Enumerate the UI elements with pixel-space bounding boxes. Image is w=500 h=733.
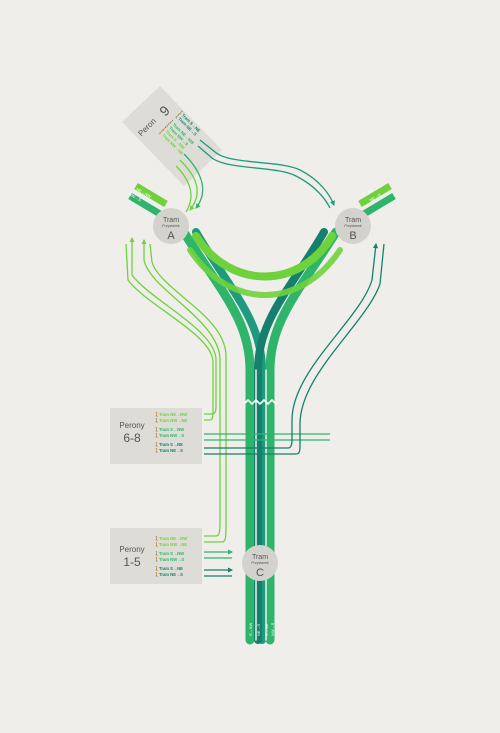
pedestrian-icon: 🚶 [177, 109, 184, 116]
terminal-label-s-2: NE→S [256, 623, 261, 636]
terminal-labels-ne: S→NE NE→S [361, 187, 382, 203]
station-circle [242, 545, 278, 581]
route-label-text: Tram NE→NW [159, 536, 187, 541]
pedestrian-icon: 🚶 [154, 551, 159, 556]
pedestrian-icon: 🚶 [157, 129, 164, 136]
route-label-text: Tram NE→S [159, 572, 183, 577]
route-lines [125, 139, 385, 577]
station-title: Tram [163, 217, 179, 224]
route-label-text: Tram NE→S [159, 448, 183, 453]
terminal-label-nw-2: NW→S [128, 191, 142, 202]
station-nodes: TramPrzystanekATramPrzystanekBTramPrzyst… [153, 208, 371, 581]
pedestrian-icon: 🚶 [165, 122, 172, 129]
station-title: Tram [345, 217, 361, 224]
platform-box-peron9 [122, 86, 222, 186]
route-label: 🚶Tram NW→S [154, 433, 184, 438]
route-label: 🚶Tram NW→NE [154, 542, 187, 547]
platform-box-perony15 [110, 528, 202, 584]
pedestrian-icon: 🚶 [154, 433, 159, 438]
terminal-label-s-1: S→NW [248, 622, 253, 636]
station-circle [153, 208, 189, 244]
zigzag-break-icon [243, 398, 277, 406]
perony15-number: 1-5 [123, 555, 141, 569]
terminal-label-s-3: S→NE [264, 623, 269, 636]
route-label: 🚶Tram S→NE [154, 566, 183, 571]
route-label: 🚶Tram NW→S [154, 557, 184, 562]
perony15-route-labels: 🚶Tram NE→NW🚶Tram NW→NE🚶Tram S→NW🚶Tram NW… [154, 536, 187, 577]
route-label-text: Tram S→NE [159, 566, 183, 571]
route-label-text: Tram NW→S [159, 433, 184, 438]
pedestrian-icon: 🚶 [154, 448, 159, 453]
route-label: 🚶Tram NE→S [154, 572, 183, 577]
pedestrian-icon: 🚶 [154, 572, 159, 577]
station-letter: B [349, 230, 356, 242]
tram-tracks [180, 227, 343, 645]
perony68-route-labels: 🚶Tram NE→NW🚶Tram NW→NE🚶Tram S→NW🚶Tram NW… [154, 412, 187, 453]
pedestrian-icon: 🚶 [154, 557, 159, 562]
route-label-text: Tram NW→NE [159, 542, 187, 547]
pedestrian-icon: 🚶 [154, 566, 159, 571]
pedestrian-icon: 🚶 [154, 542, 159, 547]
station-circle [335, 208, 371, 244]
terminal-stubs [128, 182, 396, 218]
station-subtitle: Przystanek [251, 561, 269, 565]
pedestrian-icon: 🚶 [154, 418, 159, 423]
route-label-text: Tram S→NW [159, 551, 184, 556]
pedestrian-icon: 🚶 [154, 536, 159, 541]
station-title: Tram [252, 554, 268, 561]
station-subtitle: Przystanek [162, 224, 180, 228]
terminal-label-ne-2: NE→S [368, 192, 381, 203]
terminal-labels-s: S→NW NE→S S→NE NW→S [248, 622, 275, 636]
terminal-label-ne-1: S→NE [361, 187, 374, 198]
perony68-label: Perony [119, 421, 144, 430]
route-label-text: Tram NW→S [159, 557, 184, 562]
route-label: 🚶Tram NE→NW [154, 536, 187, 541]
route-label-text: Tram NE→NW [159, 412, 187, 417]
pedestrian-icon: 🚶 [154, 442, 159, 447]
route-label-text: Tram S→NE [159, 442, 183, 447]
route-label: 🚶Tram S→NW [154, 427, 184, 432]
pedestrian-icon: 🚶 [161, 125, 168, 132]
station-letter: C [256, 567, 264, 579]
station-letter: A [167, 230, 175, 242]
perony15-label: Perony [119, 545, 144, 554]
route-label: 🚶Tram NW→NE [154, 418, 187, 423]
route-label-text: Tram S→NW [159, 427, 184, 432]
station-subtitle: Przystanek [344, 224, 362, 228]
terminal-label-s-4: NW→S [270, 622, 275, 636]
pedestrian-icon: 🚶 [154, 427, 159, 432]
pedestrian-icon: 🚶 [168, 118, 175, 125]
route-label: 🚶Tram S→NE [154, 442, 183, 447]
route-label-text: Tram NW→NE [159, 418, 187, 423]
route-label: 🚶Tram NE→S [154, 448, 183, 453]
perony68-number: 6-8 [123, 431, 141, 445]
pedestrian-icon: 🚶 [174, 113, 181, 120]
route-label: 🚶Tram S→NW [154, 551, 184, 556]
platform-box-perony68 [110, 408, 202, 464]
route-label: 🚶Tram NE→NW [154, 412, 187, 417]
pedestrian-icon: 🚶 [154, 412, 159, 417]
